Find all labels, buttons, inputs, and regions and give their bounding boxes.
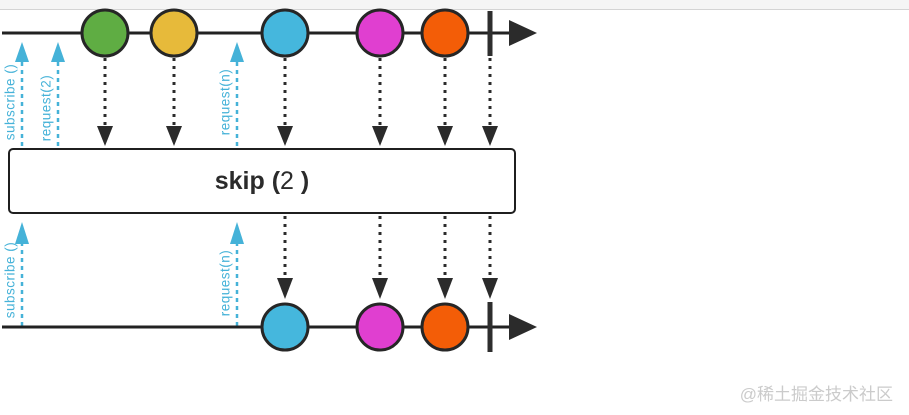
emission-arrowhead-icon <box>277 126 293 146</box>
page-top-strip <box>0 0 909 10</box>
requestn-label: request(n) <box>218 250 233 317</box>
output-marbles <box>260 302 470 352</box>
requestn-arrowhead-icon <box>230 222 244 244</box>
requestn-arrowhead-icon <box>230 42 244 62</box>
marble-magenta <box>355 8 405 58</box>
marble-blue <box>260 8 310 58</box>
emission-arrowhead-icon <box>437 126 453 146</box>
subscribe-label: subscribe () <box>3 242 18 319</box>
marble-orange <box>420 8 470 58</box>
operator-label-close: ) <box>293 166 310 195</box>
input-marbles <box>80 8 470 58</box>
marble-orange <box>420 302 470 352</box>
operator-box: skip (2 ) <box>8 148 516 214</box>
emission-arrowhead-icon <box>372 126 388 146</box>
request2-arrowhead-icon <box>51 42 65 62</box>
emission-arrowhead-icon <box>372 278 388 299</box>
output-signal-arrows: subscribe () request(n) <box>3 222 244 326</box>
complete-arrowhead-icon <box>482 278 498 299</box>
marble-green <box>80 8 130 58</box>
marble-blue <box>260 302 310 352</box>
input-timeline-arrowhead-icon <box>509 20 537 46</box>
watermark-text: @稀土掘金技术社区 <box>739 385 893 404</box>
marble-yellow <box>149 8 199 58</box>
emission-arrowhead-icon <box>166 126 182 146</box>
operator-arg: 2 <box>280 166 294 195</box>
input-signal-arrows: subscribe () request(2) request(n) <box>3 42 244 146</box>
output-emission-arrows <box>277 216 498 299</box>
emission-arrowhead-icon <box>437 278 453 299</box>
subscribe-arrowhead-icon <box>15 42 29 62</box>
operator-label-open: skip ( <box>214 166 281 195</box>
input-emission-arrows <box>97 58 498 146</box>
subscribe-label: subscribe () <box>3 64 18 141</box>
subscribe-arrowhead-icon <box>15 222 29 244</box>
complete-arrowhead-icon <box>482 126 498 146</box>
output-timeline-arrowhead-icon <box>509 314 537 340</box>
marble-magenta <box>355 302 405 352</box>
emission-arrowhead-icon <box>97 126 113 146</box>
emission-arrowhead-icon <box>277 278 293 299</box>
request2-label: request(2) <box>39 75 54 142</box>
requestn-label: request(n) <box>218 69 233 136</box>
